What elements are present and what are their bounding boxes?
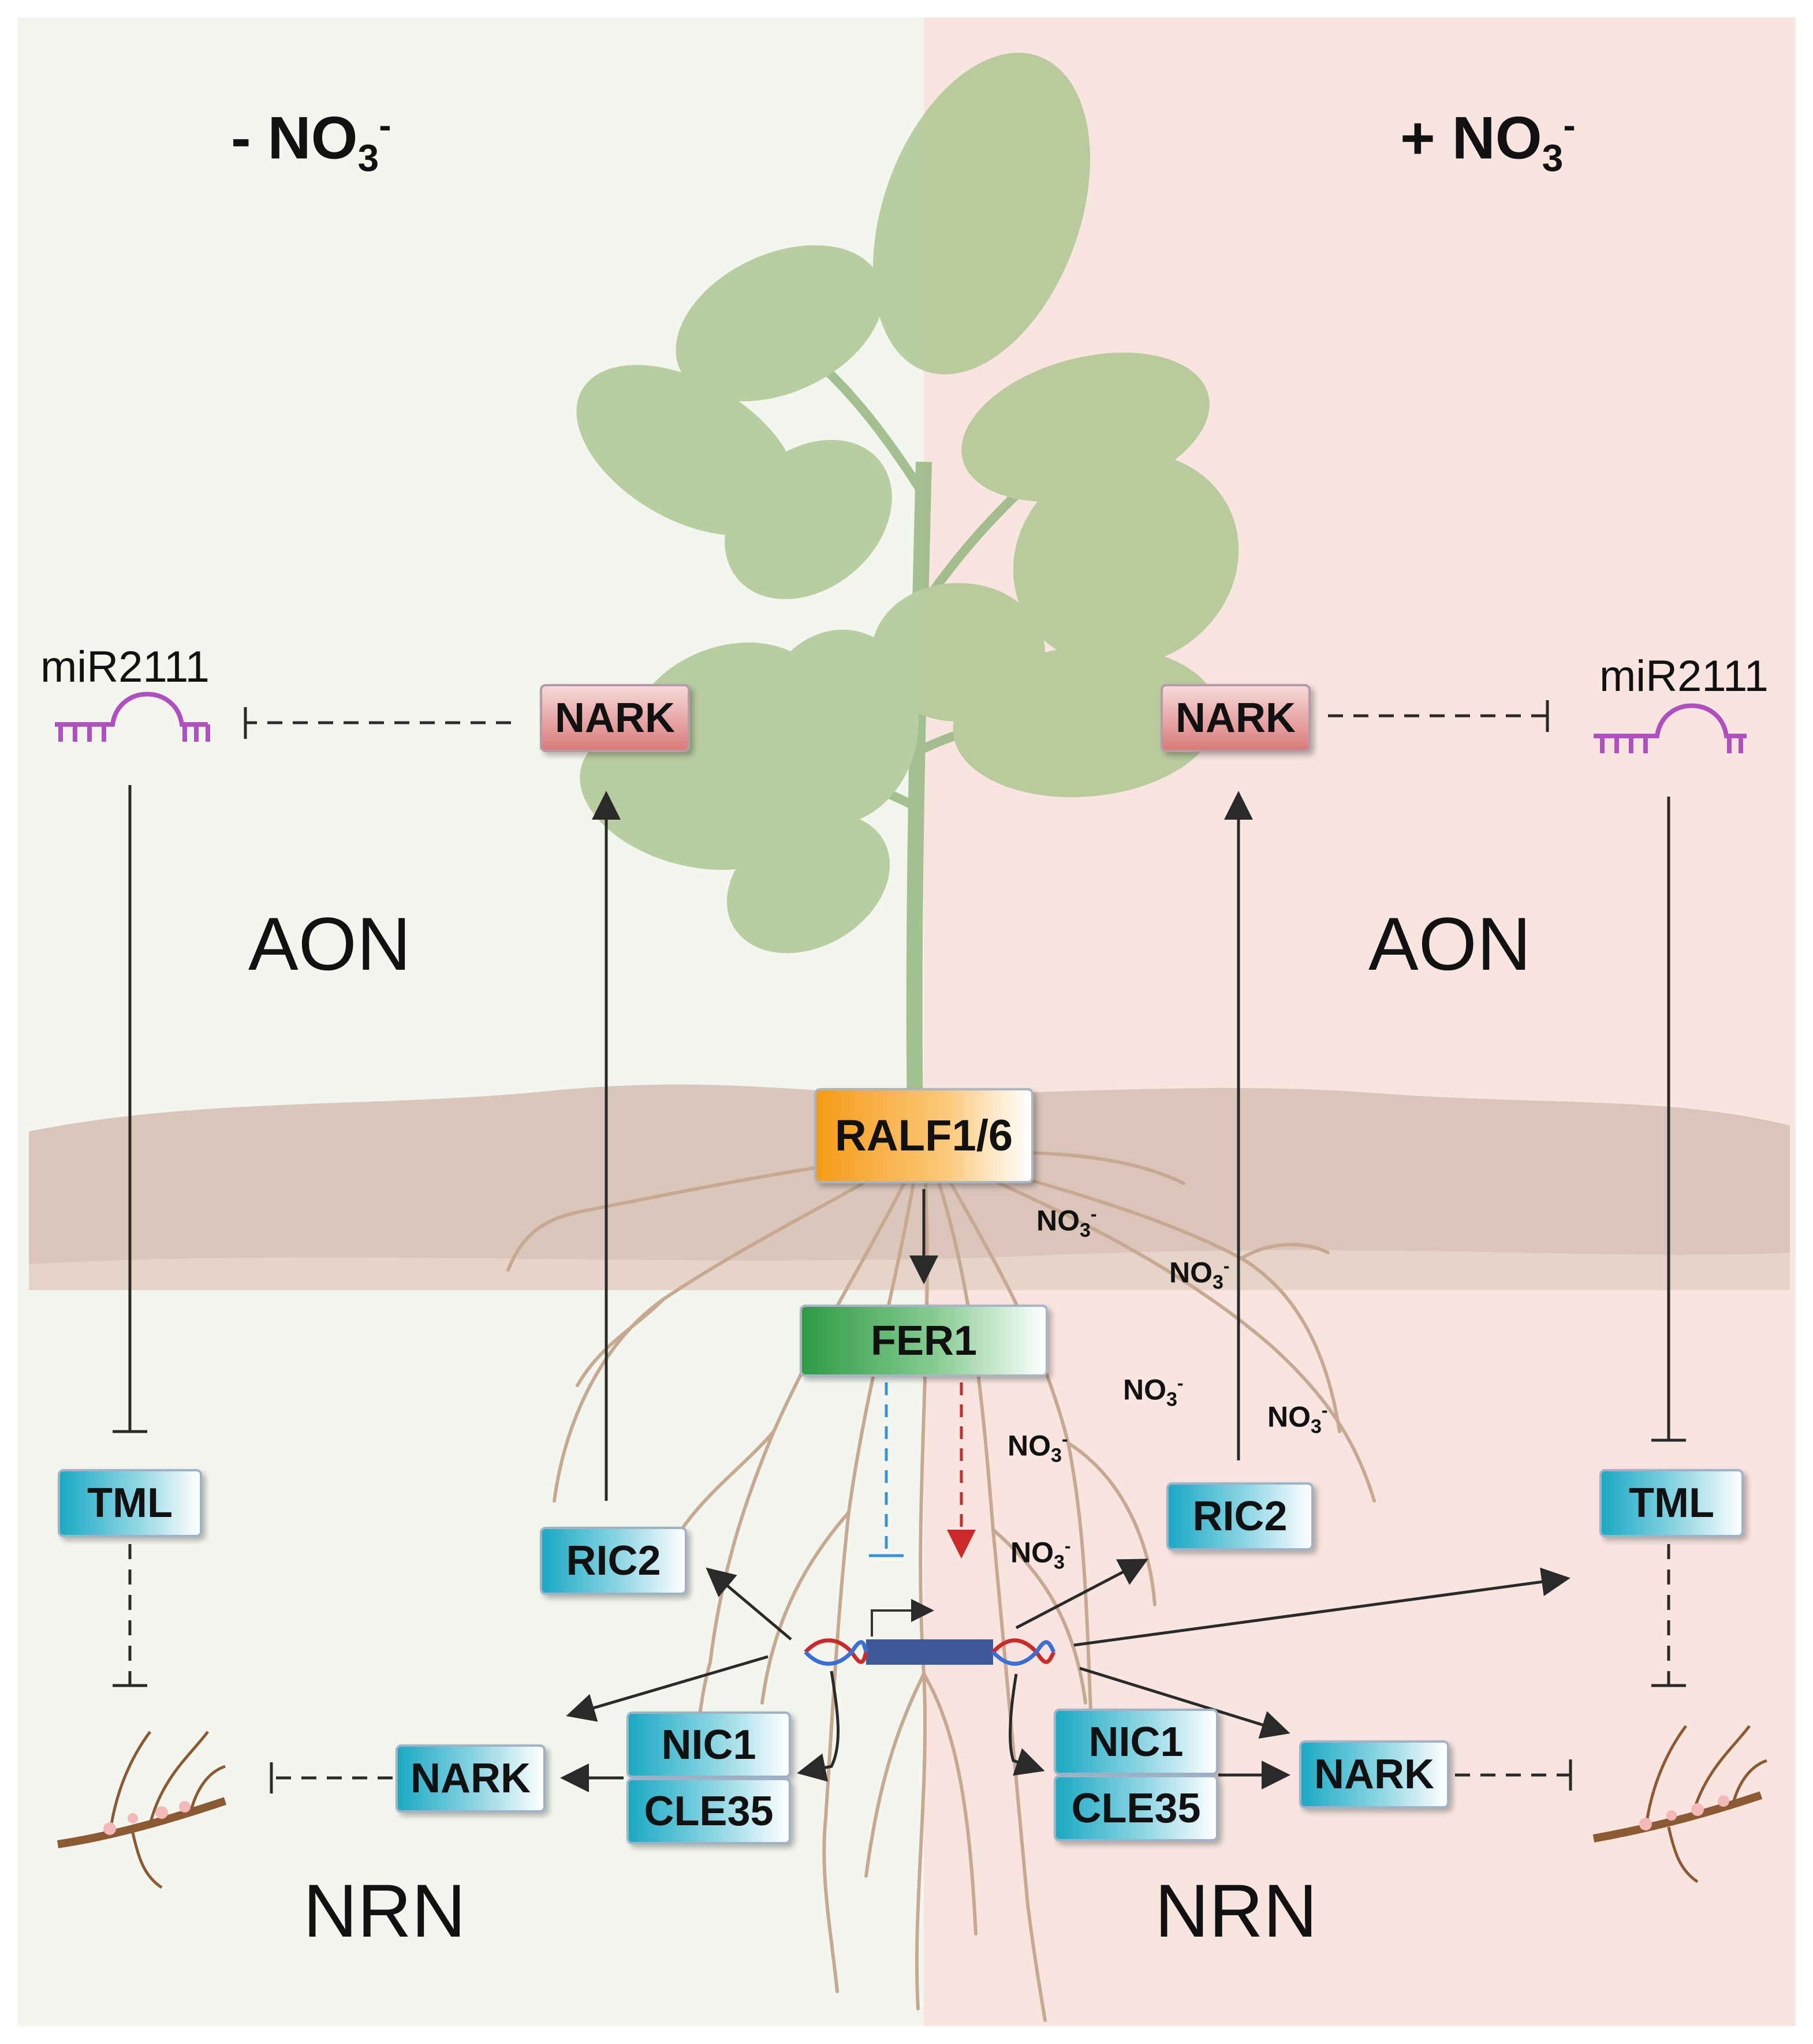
nark-shoot-left: NARK bbox=[540, 684, 690, 752]
nitrate-label: NO3- bbox=[1010, 1535, 1071, 1574]
nitrate-subscript: 3 bbox=[1051, 1444, 1062, 1467]
gene-to-nic1-cle35-left bbox=[797, 1671, 840, 1782]
nitrate-label: NO3- bbox=[1036, 1204, 1097, 1242]
nark-root-right: NARK bbox=[1299, 1740, 1449, 1808]
nitrate-text: NO bbox=[1036, 1204, 1080, 1237]
nodulated-root-icon bbox=[57, 1731, 227, 1889]
header-subscript: 3 bbox=[1542, 136, 1564, 180]
nitrate-text: NO bbox=[1169, 1256, 1213, 1289]
nitrate-superscript: - bbox=[1223, 1255, 1230, 1276]
nic1-right: NIC1 bbox=[1054, 1709, 1218, 1775]
nitrate-text: NO bbox=[1267, 1400, 1311, 1433]
cle35-right: CLE35 bbox=[1054, 1775, 1218, 1841]
nitrate-text: NO bbox=[1123, 1373, 1166, 1406]
nic1-left: NIC1 bbox=[626, 1712, 791, 1778]
nitrate-superscript: - bbox=[1064, 1535, 1071, 1556]
soil-layer bbox=[29, 1084, 1790, 1290]
gene-to-ric2-left bbox=[706, 1567, 792, 1641]
gene-to-ric2-right bbox=[1015, 1559, 1148, 1630]
aon-label-right: AON bbox=[1368, 902, 1531, 986]
plant-illustration bbox=[576, 53, 1239, 1115]
nitrate-text: NO bbox=[1010, 1536, 1054, 1569]
left-panel-header: - NO3- bbox=[231, 104, 391, 180]
mirna-hairpin-icon bbox=[55, 692, 210, 742]
nitrate-subscript: 3 bbox=[1166, 1388, 1177, 1411]
header-superscript: - bbox=[1563, 104, 1576, 146]
ric2-left: RIC2 bbox=[540, 1527, 687, 1595]
gene-to-nark-right bbox=[1079, 1666, 1290, 1739]
ric2-right: RIC2 bbox=[1166, 1482, 1314, 1550]
gene-to-nark-left bbox=[566, 1655, 769, 1722]
header-text: + NO bbox=[1400, 104, 1542, 172]
nitrate-superscript: - bbox=[1061, 1429, 1068, 1449]
nrn-label-left: NRN bbox=[303, 1869, 466, 1953]
mir2111-label-left: miR2111 bbox=[40, 642, 210, 692]
nitrate-label: NO3- bbox=[1267, 1400, 1328, 1438]
nitrate-superscript: - bbox=[1177, 1373, 1184, 1393]
nitrate-subscript: 3 bbox=[1080, 1219, 1091, 1242]
nitrate-label: NO3- bbox=[1169, 1255, 1230, 1294]
mir2111-label-right: miR2111 bbox=[1599, 652, 1769, 701]
right-panel-background bbox=[924, 17, 1796, 2026]
nitrate-subscript: 3 bbox=[1213, 1271, 1223, 1294]
nitrate-label: NO3- bbox=[1008, 1429, 1068, 1467]
tml-left: TML bbox=[58, 1469, 202, 1537]
nark-root-left: NARK bbox=[396, 1744, 546, 1813]
right-panel-header: + NO3- bbox=[1400, 104, 1576, 180]
gene-to-tml-right bbox=[1073, 1567, 1570, 1647]
dna-gene-icon bbox=[804, 1599, 1056, 1666]
nitrate-superscript: - bbox=[1321, 1400, 1328, 1421]
ralf1-6-box: RALF1/6 bbox=[814, 1088, 1034, 1183]
nrn-label-right: NRN bbox=[1155, 1869, 1318, 1953]
nitrate-superscript: - bbox=[1090, 1204, 1097, 1224]
gene-to-nic1-cle35-right bbox=[1009, 1673, 1045, 1776]
nitrate-subscript: 3 bbox=[1054, 1551, 1065, 1574]
header-superscript: - bbox=[379, 104, 391, 146]
header-subscript: 3 bbox=[357, 136, 379, 180]
nitrate-text: NO bbox=[1008, 1429, 1051, 1462]
nitrate-subscript: 3 bbox=[1311, 1415, 1322, 1438]
tml-right: TML bbox=[1599, 1469, 1744, 1537]
nodulated-root-icon bbox=[1592, 1725, 1767, 1884]
nark-shoot-right: NARK bbox=[1161, 684, 1311, 752]
header-text: - NO bbox=[231, 104, 358, 172]
cle35-left: CLE35 bbox=[626, 1778, 791, 1844]
aon-label-left: AON bbox=[248, 902, 411, 986]
fer1-box: FER1 bbox=[800, 1305, 1048, 1377]
mirna-hairpin-icon bbox=[1594, 703, 1747, 753]
nitrate-label: NO3- bbox=[1123, 1373, 1184, 1411]
